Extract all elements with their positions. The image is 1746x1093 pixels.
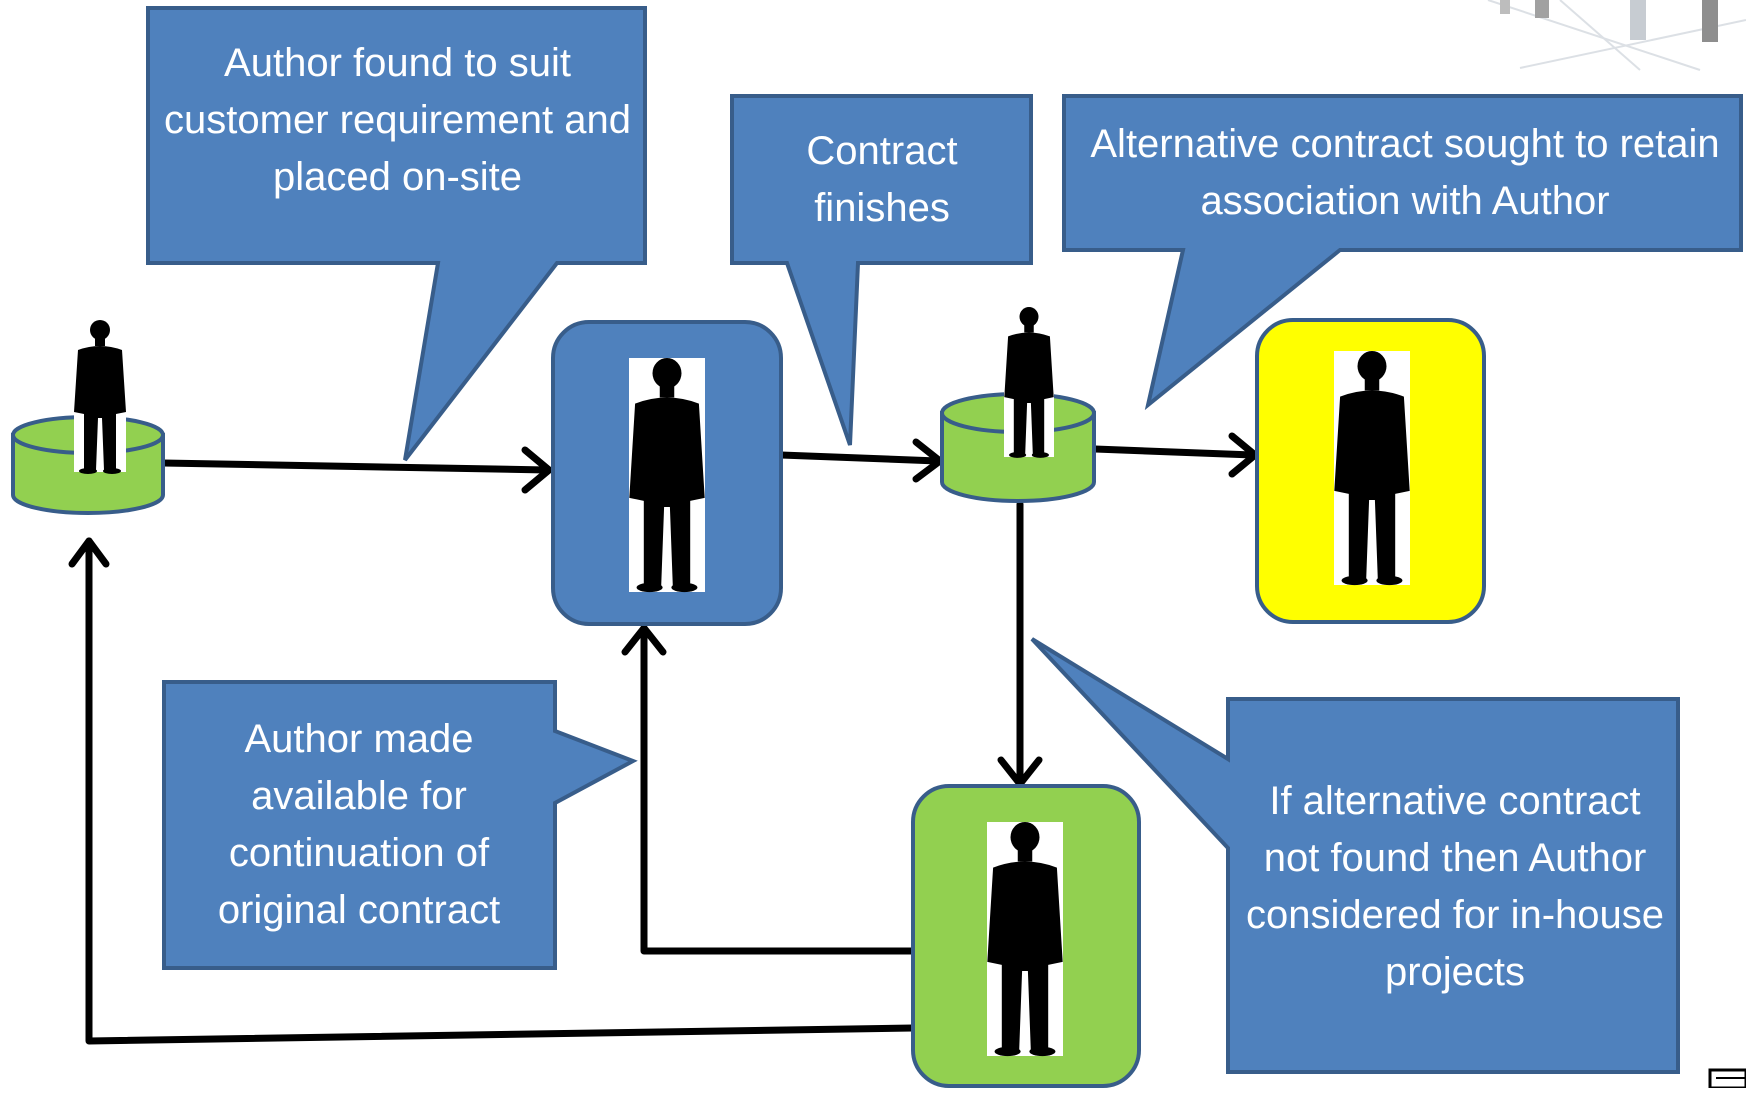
- callout-inhouse: [1030, 637, 1680, 1074]
- arrowhead-onsite-up: [621, 624, 667, 656]
- arrowhead-onsite: [521, 446, 553, 494]
- arrowhead-pool-up: [68, 537, 110, 568]
- callout-inhouse-text: If alternative contract not found then A…: [1245, 779, 1665, 994]
- callout-shape: [1062, 94, 1743, 411]
- author-pool-cylinder: [11, 320, 165, 515]
- onsite-node: [551, 320, 783, 626]
- callout-continuation: [162, 680, 638, 970]
- callout-alternative-sought: [1062, 94, 1743, 411]
- arrow-inhouse-to-pool: [85, 537, 917, 1045]
- inhouse-node: [911, 784, 1141, 1088]
- alternative-contract-node: [1255, 318, 1486, 624]
- callout-shape: [162, 680, 638, 970]
- arrow-pool2-to-alternative: [1091, 445, 1257, 459]
- callout-contract-finishes: [730, 94, 1033, 446]
- arrow-inhouse-to-onsite: [640, 624, 917, 955]
- callout-shape: [1030, 637, 1680, 1074]
- arrow-pool-to-onsite: [159, 459, 551, 474]
- arrow-onsite-to-pool2: [777, 451, 942, 465]
- callout-placed-onsite: [146, 6, 647, 462]
- callout-continuation-text: Author made available for continuation o…: [217, 717, 501, 932]
- corner-mark-icon: [1708, 1068, 1746, 1090]
- connectors: [68, 432, 1259, 1045]
- contract-end-pool-cylinder: [940, 307, 1096, 503]
- callout-alternative-sought-text: Alternative contract sought to retain as…: [1090, 122, 1720, 223]
- callout-shape: [730, 94, 1033, 446]
- callout-contract-finishes-text: Contract finishes: [806, 129, 958, 230]
- people-network-logo: [1487, 0, 1746, 71]
- callout-placed-onsite-text: Author found to suit customer requiremen…: [164, 41, 631, 199]
- callout-shape: [146, 6, 647, 462]
